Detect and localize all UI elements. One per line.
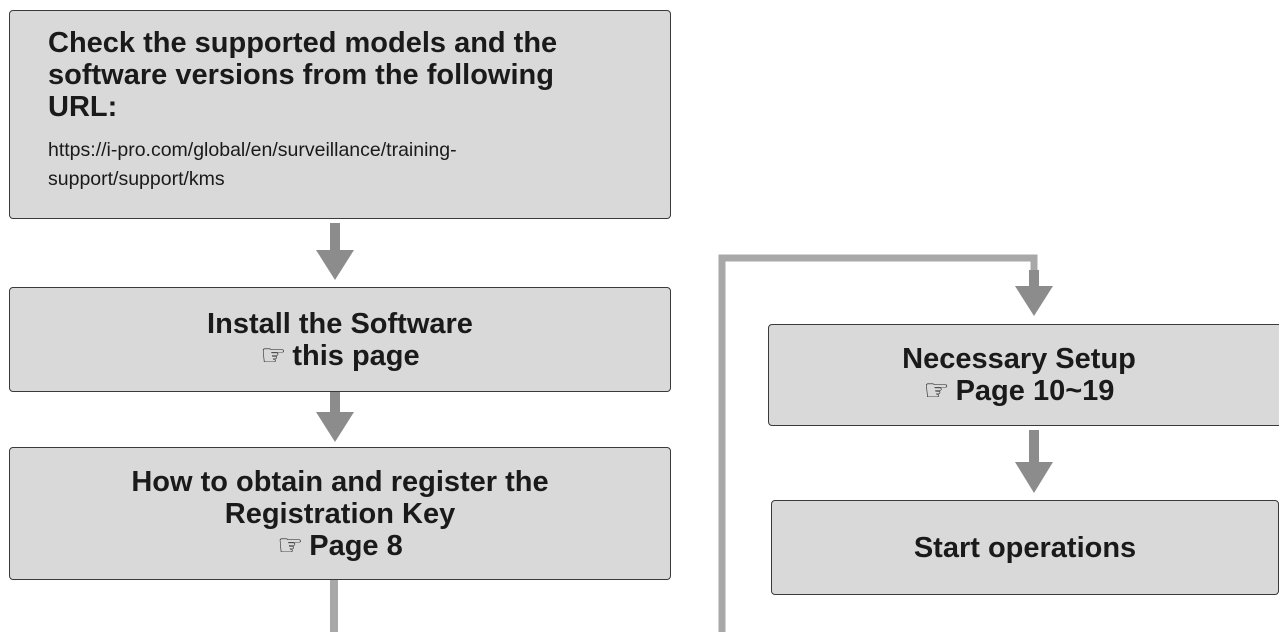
register-title-line1: How to obtain and register the: [131, 465, 549, 498]
register-ref: ☞Page 8: [277, 530, 403, 562]
pointing-hand-icon: ☞: [260, 339, 287, 372]
down-arrow-icon: [1015, 430, 1053, 493]
down-arrow-icon: [316, 392, 354, 442]
connector-route: [330, 254, 1038, 632]
register-ref-link[interactable]: Page 8: [309, 529, 403, 562]
step-registration-key: How to obtain and register the Registrat…: [9, 447, 671, 580]
down-arrow-icon: [1015, 270, 1053, 316]
down-arrow-icon: [316, 223, 354, 280]
install-title: Install the Software: [207, 307, 473, 340]
step-check-models: Check the supported models and the softw…: [9, 10, 671, 219]
register-title-line2: Registration Key: [224, 497, 456, 530]
pointing-hand-icon: ☞: [923, 375, 950, 407]
check-heading: Check the supported models and the softw…: [48, 27, 558, 123]
start-title: Start operations: [913, 531, 1137, 564]
setup-ref-link[interactable]: Page 10~19: [955, 375, 1115, 407]
install-ref: ☞this page: [260, 340, 419, 372]
support-url[interactable]: https://i-pro.com/global/en/surveillance…: [48, 139, 457, 190]
setup-ref: ☞Page 10~19: [924, 375, 1115, 407]
setup-title: Necessary Setup: [902, 343, 1136, 375]
pointing-hand-icon: ☞: [277, 529, 304, 562]
step-install-software: Install the Software ☞this page: [9, 287, 671, 392]
install-ref-link[interactable]: this page: [292, 339, 420, 372]
step-necessary-setup: Necessary Setup ☞Page 10~19: [768, 324, 1279, 426]
step-start-operations: Start operations: [771, 500, 1279, 595]
